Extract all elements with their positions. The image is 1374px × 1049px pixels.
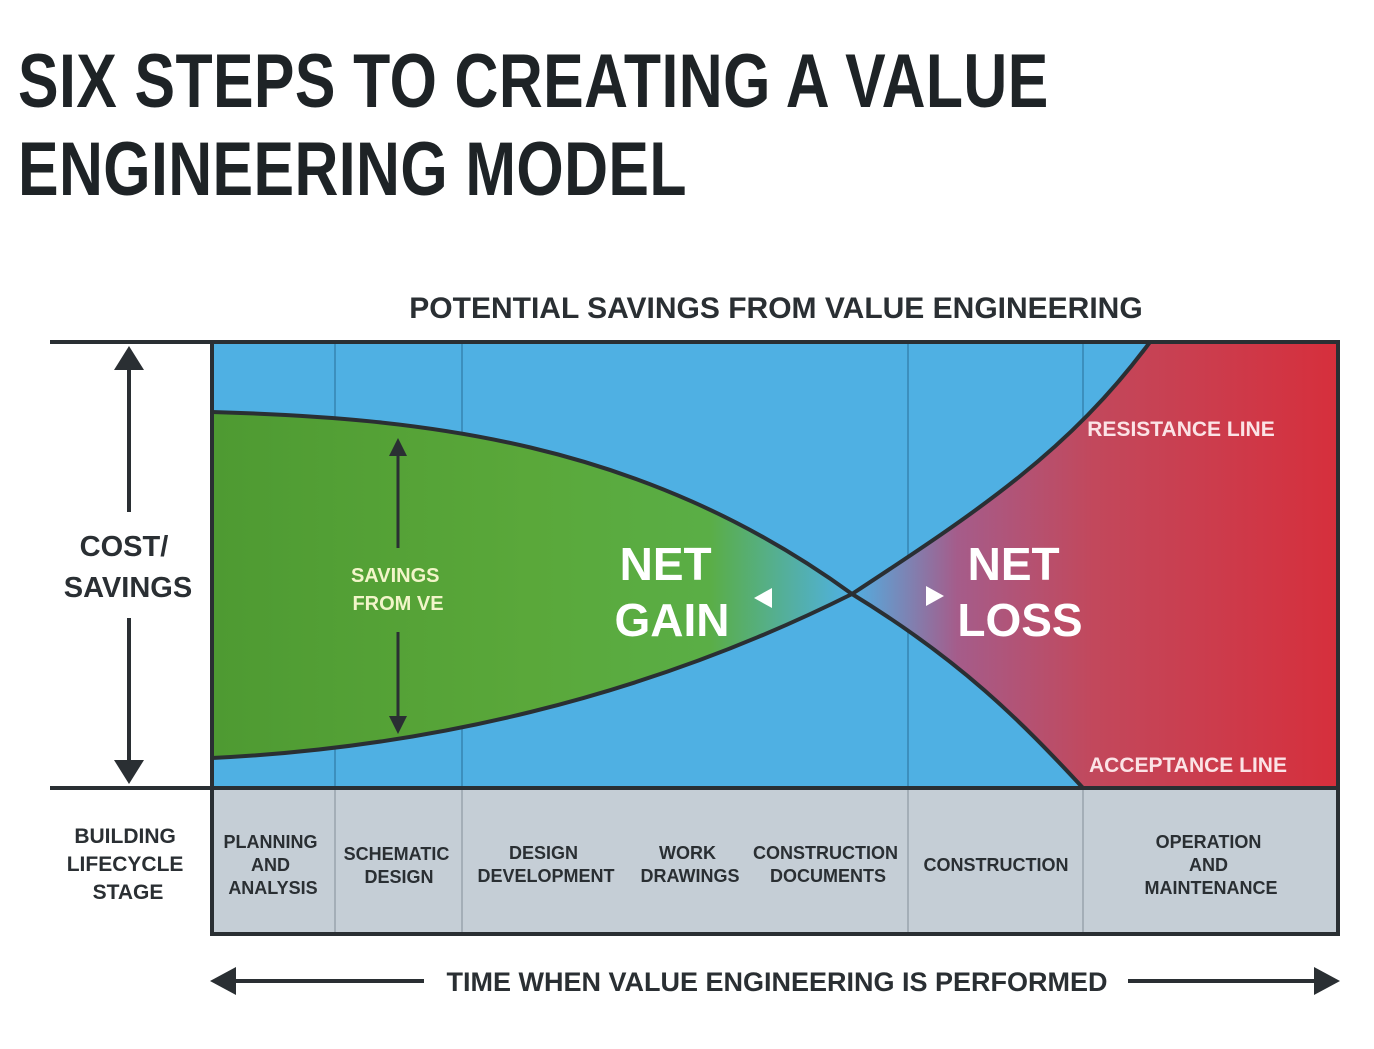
stage-7-line-2: AND bbox=[1189, 855, 1228, 875]
net-gain-line-2: GAIN bbox=[615, 594, 730, 646]
net-loss-pointer-icon bbox=[926, 586, 944, 606]
stage-4-line-1: WORK bbox=[659, 843, 716, 863]
stage-7-line-1: OPERATION bbox=[1156, 832, 1262, 852]
stage-operation-and-maintenance: OPERATION AND MAINTENANCE bbox=[1145, 832, 1278, 898]
stage-1-line-2: AND bbox=[251, 855, 290, 875]
savings-label-line-2: FROM VE bbox=[352, 593, 443, 615]
net-loss-line-2: LOSS bbox=[957, 594, 1082, 646]
net-gain-line-1: NET bbox=[620, 538, 712, 590]
stage-schematic-design: SCHEMATIC DESIGN bbox=[344, 844, 455, 887]
time-axis-arrow-left bbox=[210, 967, 236, 995]
stage-5-line-1: CONSTRUCTION bbox=[753, 843, 898, 863]
stage-7-line-3: MAINTENANCE bbox=[1145, 878, 1278, 898]
resistance-line-label: RESISTANCE LINE bbox=[1087, 418, 1274, 441]
stage-2-line-2: DESIGN bbox=[364, 867, 433, 887]
time-axis-arrow-right bbox=[1314, 967, 1340, 995]
stage-design-development: DESIGN DEVELOPMENT bbox=[477, 843, 614, 886]
time-axis-label: TIME WHEN VALUE ENGINEERING IS PERFORMED bbox=[446, 967, 1107, 997]
net-loss-line-1: NET bbox=[968, 538, 1060, 590]
stage-2-line-1: SCHEMATIC bbox=[344, 844, 450, 864]
y-axis-label-line-2: SAVINGS bbox=[64, 572, 192, 604]
page-headline: SIX STEPS TO CREATING A VALUE ENGINEERIN… bbox=[18, 39, 1049, 212]
stage-4-line-2: DRAWINGS bbox=[641, 866, 740, 886]
net-loss-label: NET LOSS bbox=[957, 538, 1082, 646]
stage-labels: PLANNING AND ANALYSIS SCHEMATIC DESIGN D… bbox=[223, 832, 1277, 898]
stage-row-label-line-2: LIFECYCLE bbox=[67, 853, 184, 876]
savings-label: SAVINGS FROM VE bbox=[351, 565, 445, 615]
stage-work-drawings: WORK DRAWINGS bbox=[641, 843, 740, 886]
net-gain-region bbox=[212, 412, 852, 758]
stage-row-label-line-1: BUILDING bbox=[74, 825, 176, 848]
time-axis-arrow bbox=[210, 967, 1340, 995]
stage-row bbox=[212, 788, 1338, 934]
stage-3-line-1: DESIGN bbox=[509, 843, 578, 863]
acceptance-line bbox=[212, 410, 1085, 788]
stage-planning-and-analysis: PLANNING AND ANALYSIS bbox=[223, 832, 322, 898]
stage-construction-documents: CONSTRUCTION DOCUMENTS bbox=[753, 843, 903, 886]
acceptance-line-label: ACCEPTANCE LINE bbox=[1089, 754, 1287, 777]
stage-row-label-line-3: STAGE bbox=[93, 881, 164, 904]
stage-5-line-2: DOCUMENTS bbox=[770, 866, 886, 886]
diagram-title: POTENTIAL SAVINGS FROM VALUE ENGINEERING bbox=[409, 292, 1142, 325]
stage-row-label: BUILDING LIFECYCLE STAGE bbox=[67, 825, 190, 904]
y-axis-label: COST/ SAVINGS bbox=[64, 531, 192, 604]
resistance-line bbox=[212, 342, 1152, 760]
frame bbox=[50, 340, 1340, 936]
y-axis-arrow-up bbox=[114, 346, 144, 370]
stage-3-line-2: DEVELOPMENT bbox=[477, 866, 614, 886]
y-axis-arrow bbox=[114, 346, 144, 784]
y-axis-label-line-1: COST/ bbox=[80, 531, 169, 563]
stage-1-line-1: PLANNING bbox=[223, 832, 317, 852]
y-axis-arrow-down bbox=[114, 760, 144, 784]
savings-label-line-1: SAVINGS bbox=[351, 565, 440, 587]
net-gain-pointer-icon bbox=[754, 588, 772, 608]
savings-arrow-up bbox=[389, 438, 407, 456]
net-gain-label: NET GAIN bbox=[615, 538, 730, 646]
stage-1-line-3: ANALYSIS bbox=[228, 878, 317, 898]
net-loss-region bbox=[852, 342, 1338, 788]
savings-arrow bbox=[389, 438, 407, 734]
stage-6-line-1: CONSTRUCTION bbox=[924, 855, 1069, 875]
savings-arrow-down bbox=[389, 716, 407, 734]
stage-construction: CONSTRUCTION bbox=[924, 855, 1069, 875]
stage-row-dividers bbox=[334, 788, 1084, 934]
